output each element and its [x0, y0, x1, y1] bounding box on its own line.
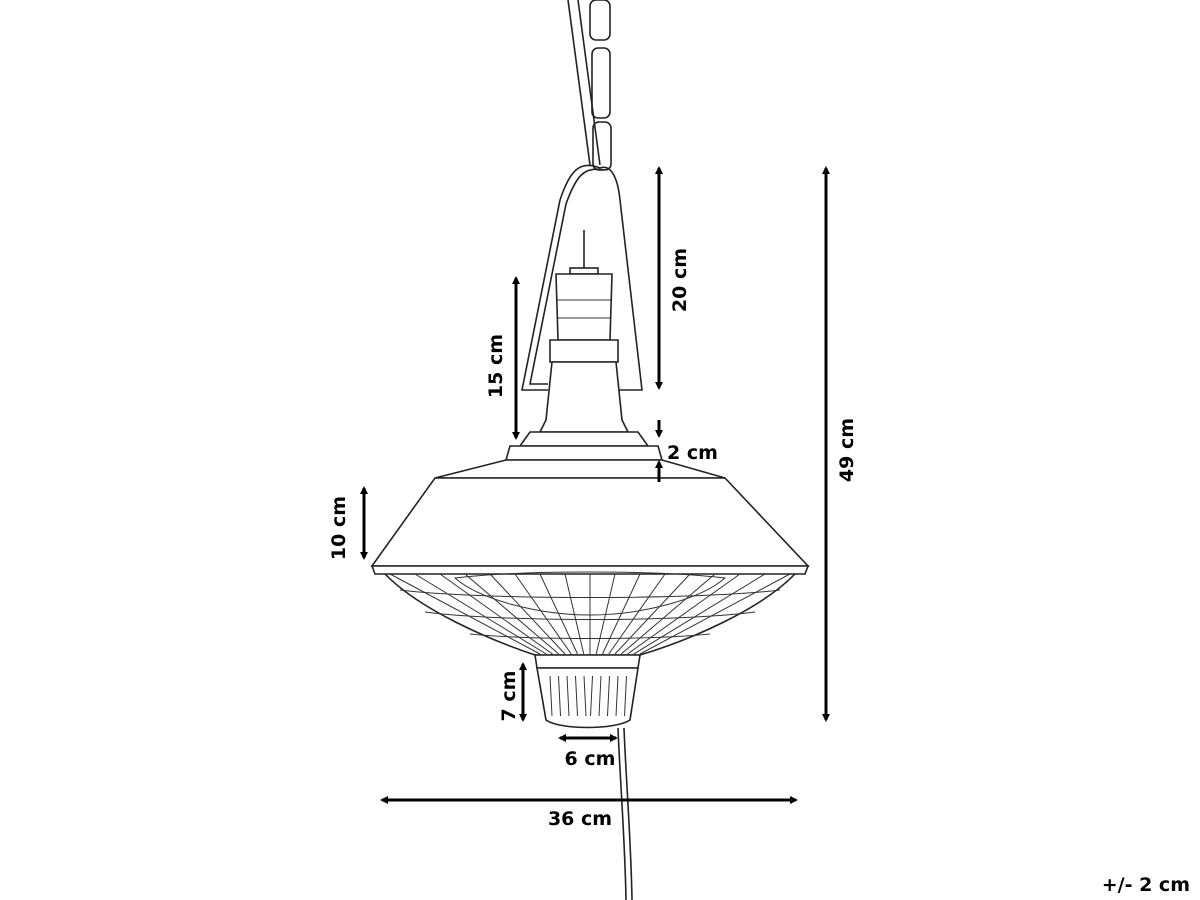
hanger-height-label: 20 cm	[669, 248, 691, 312]
patio-heater-illustration	[370, 0, 810, 900]
bottom-width-label: 6 cm	[565, 748, 616, 770]
chain	[567, 0, 612, 171]
cap-height-label: 2 cm	[667, 442, 718, 464]
grille-spoke	[614, 573, 691, 655]
grille-spoke	[633, 573, 766, 655]
bottom-cup	[534, 654, 641, 729]
cup-rib	[583, 675, 587, 717]
tolerance-note: +/- 2 cm	[1102, 874, 1190, 896]
grille-spoke	[514, 573, 572, 655]
shade-diameter-label: 36 cm	[548, 808, 612, 830]
grille-spoke	[639, 573, 791, 655]
grille-spoke	[595, 573, 616, 655]
grille-spoke	[620, 573, 716, 655]
grille-spoke	[439, 573, 553, 655]
cup-rib	[590, 675, 593, 717]
cup-rib	[598, 675, 602, 717]
grille-spoke	[602, 573, 641, 655]
total-height-label: 49 cm	[836, 418, 858, 482]
bottom-height-label: 7 cm	[498, 671, 520, 722]
grille-spoke	[414, 573, 547, 655]
cup-rib	[607, 675, 610, 717]
cup-rib	[549, 675, 553, 717]
heating-grille	[384, 571, 796, 656]
cup-rib	[624, 675, 627, 717]
power-cord	[617, 727, 627, 900]
grille-spoke	[608, 573, 666, 655]
grille-spoke	[627, 573, 741, 655]
cup-rib	[615, 675, 619, 717]
heater-body	[370, 230, 810, 575]
grille-spoke	[464, 573, 560, 655]
grille-spoke	[539, 573, 578, 655]
neck-height-label: 15 cm	[485, 334, 507, 398]
dimension-arrows	[360, 166, 830, 804]
cup-rib	[558, 675, 561, 717]
grille-spoke	[564, 573, 585, 655]
cup-rib	[575, 675, 578, 717]
shade-height-label: 10 cm	[328, 496, 350, 560]
cup-rib	[566, 675, 570, 717]
grille-spoke	[489, 573, 566, 655]
hanger-bracket	[521, 164, 643, 391]
grille-spoke	[389, 573, 541, 655]
